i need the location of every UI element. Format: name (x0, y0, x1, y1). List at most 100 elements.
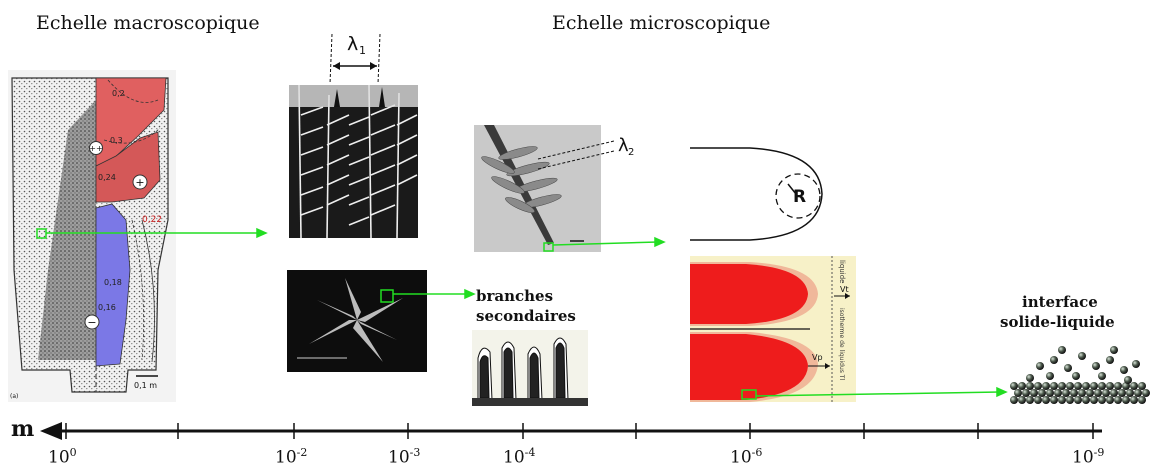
atom (1074, 396, 1082, 404)
atom (1018, 382, 1026, 390)
atom (1120, 366, 1128, 374)
secondary-spacing-annotation: λ 2 (537, 135, 634, 170)
atom (1092, 362, 1100, 370)
axis-tick-label: 10-6 (730, 446, 763, 468)
atom (1130, 396, 1138, 404)
axis-tick-label: 10-9 (1072, 446, 1105, 468)
atom (1046, 389, 1054, 397)
liquid-label: liquide (838, 260, 846, 283)
atom (1010, 396, 1018, 404)
atom (1078, 352, 1086, 360)
atom (1138, 382, 1146, 390)
atom (1090, 382, 1098, 390)
secondary-branches-line2: secondaires (476, 307, 576, 325)
secondary-branches-sketch (472, 330, 588, 406)
atom (1026, 382, 1034, 390)
secondary-branches-label: branches secondaires (476, 286, 576, 326)
atom (1102, 389, 1110, 397)
atom (1034, 396, 1042, 404)
atom (1130, 382, 1138, 390)
atom (1114, 382, 1122, 390)
atom (1098, 372, 1106, 380)
negative-segregation-marker: − (84, 314, 100, 330)
lambda2-subscript: 2 (628, 147, 634, 158)
contour-value: 0,24 (98, 173, 116, 182)
contour-value: 0,18 (104, 278, 122, 287)
atom (1062, 389, 1070, 397)
atom (1074, 382, 1082, 390)
atom (1094, 389, 1102, 397)
atom (1114, 396, 1122, 404)
zoom-region-box (380, 289, 394, 303)
atom (1010, 382, 1018, 390)
positive-segregation-marker: ++ (89, 141, 103, 155)
atom (1082, 382, 1090, 390)
dendrite-tip-schematic: R (690, 147, 823, 241)
zoom-region-box (741, 389, 757, 400)
interface-line2: solide-liquide (1000, 313, 1115, 331)
atom (1070, 389, 1078, 397)
ingot-segregation-map: 0,2 0,3 0,24 0,22 0,18 0,16 ++ + − 0,1 m… (8, 70, 176, 402)
atom (1078, 389, 1086, 397)
atom (1138, 396, 1146, 404)
lambda2-symbol: λ (618, 135, 629, 156)
velocity-vt-label: Vt (840, 285, 849, 294)
atom (1050, 382, 1058, 390)
atom (1026, 374, 1034, 382)
atom (1064, 364, 1072, 372)
atom (1090, 396, 1098, 404)
atom (1106, 382, 1114, 390)
atom (1054, 389, 1062, 397)
atom (1058, 346, 1066, 354)
solid-liquid-interface-atoms (1010, 346, 1150, 404)
phase-field-simulation: liquide isotherme de liquidus Tl Vt Vp (690, 256, 856, 402)
atom (1098, 396, 1106, 404)
velocity-vp-label: Vp (812, 353, 823, 362)
atom (1110, 389, 1118, 397)
svg-text:++: ++ (89, 144, 102, 153)
panel-label: (a) (10, 393, 18, 400)
isotherm-label: isotherme de liquidus Tl (838, 308, 845, 380)
atom (1034, 382, 1042, 390)
atom (1030, 389, 1038, 397)
atom (1132, 360, 1140, 368)
radius-symbol: R (793, 187, 806, 207)
length-scale-axis (40, 422, 1102, 440)
atom (1122, 396, 1130, 404)
atom (1106, 396, 1114, 404)
axis-tick-label: 10-4 (503, 446, 536, 468)
atom (1046, 372, 1054, 380)
axis-tick-label: 10-3 (388, 446, 421, 468)
lambda1-symbol: λ (347, 33, 358, 55)
svg-text:+: + (135, 176, 144, 189)
atom (1142, 389, 1150, 397)
atom (1042, 396, 1050, 404)
atom (1082, 396, 1090, 404)
svg-text:−: − (87, 316, 96, 329)
atom (1072, 372, 1080, 380)
atom (1106, 356, 1114, 364)
contour-value: 0,16 (98, 303, 116, 312)
atom (1058, 382, 1066, 390)
axis-unit-label: m (11, 416, 35, 442)
atom (1042, 382, 1050, 390)
atom (1022, 389, 1030, 397)
secondary-arm-micrograph (474, 125, 601, 252)
atom (1126, 389, 1134, 397)
contour-value: 0,2 (112, 89, 125, 98)
secondary-branches-line1: branches (476, 287, 554, 305)
primary-spacing-annotation: λ 1 (329, 33, 381, 85)
contour-value: 0,3 (110, 136, 123, 145)
atom (1110, 346, 1118, 354)
atom (1066, 396, 1074, 404)
atom (1036, 362, 1044, 370)
atom (1134, 389, 1142, 397)
atom (1050, 396, 1058, 404)
axis-tick-label: 10-2 (275, 446, 308, 468)
atom (1058, 396, 1066, 404)
atom (1050, 356, 1058, 364)
atom (1118, 389, 1126, 397)
atom (1026, 396, 1034, 404)
positive-segregation-marker: + (132, 174, 148, 190)
